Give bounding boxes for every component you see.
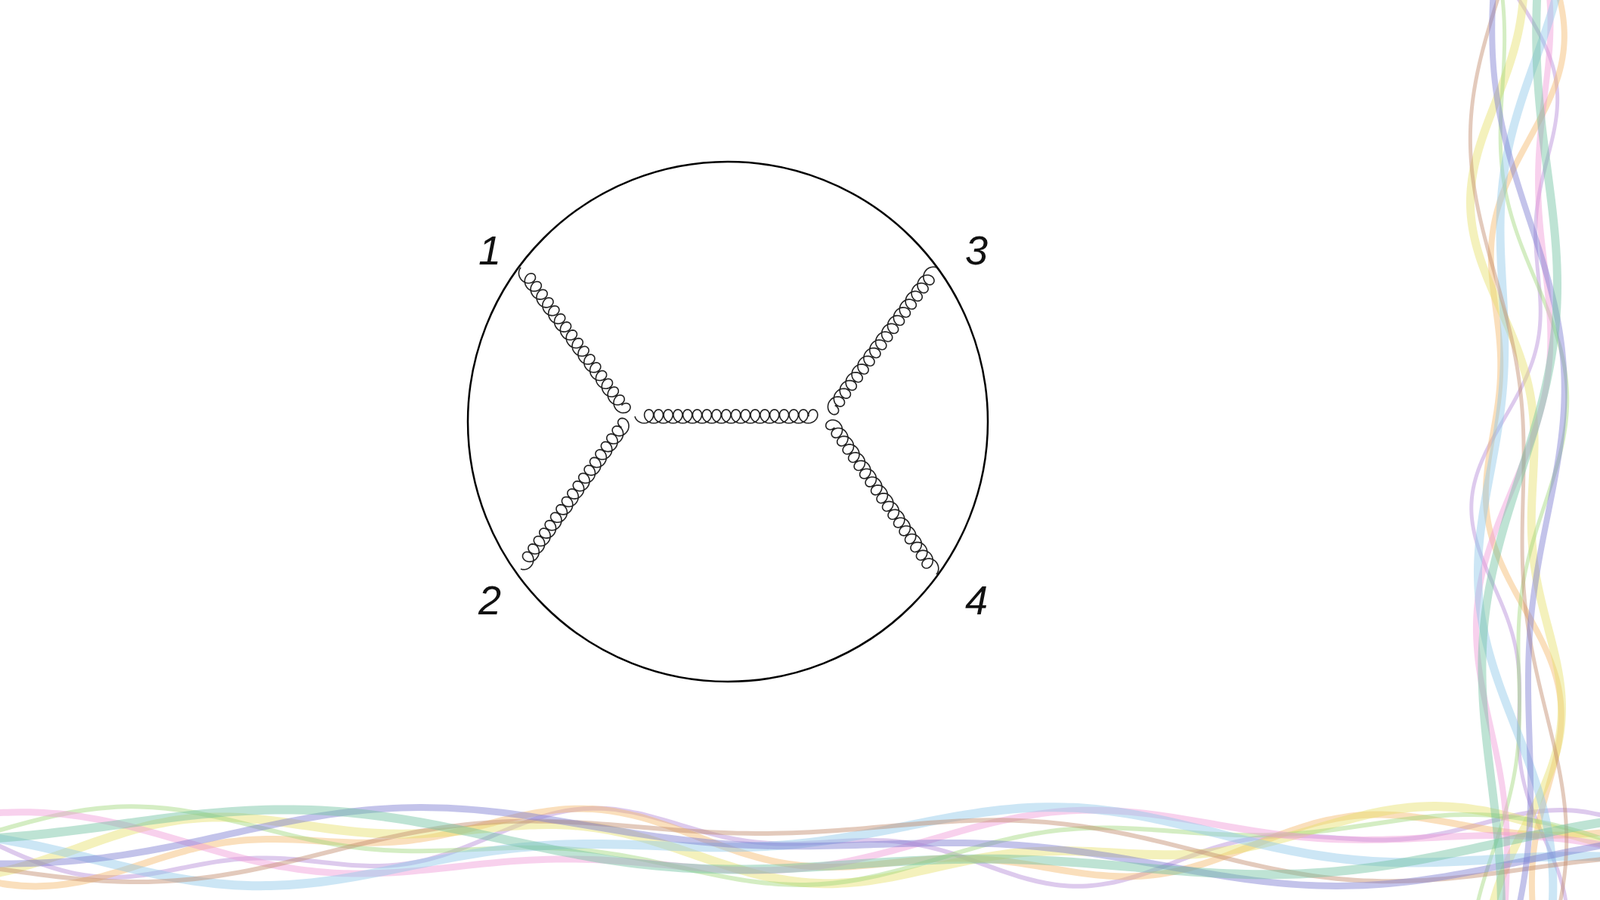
gluon-line: [634, 409, 818, 424]
decor-wave: [1470, 0, 1566, 900]
decor-wave: [1482, 0, 1558, 900]
leg-number: 2: [478, 579, 502, 621]
decor-wave: [0, 809, 1600, 875]
decor-wave: [1476, 0, 1568, 900]
decor-wave: [0, 807, 1600, 887]
gluon-line: [827, 266, 937, 415]
blob-circle: [467, 161, 988, 682]
decor-wave: [0, 807, 1600, 886]
gluon-lines: [518, 266, 938, 575]
leg-number: 1: [478, 229, 502, 271]
gluon-line: [518, 267, 631, 413]
decor-wave: [1477, 0, 1560, 900]
gluon-line: [520, 417, 629, 570]
leg-number: 4: [965, 579, 988, 621]
gluon-line: [826, 420, 939, 575]
leg-number: 3: [965, 229, 988, 271]
